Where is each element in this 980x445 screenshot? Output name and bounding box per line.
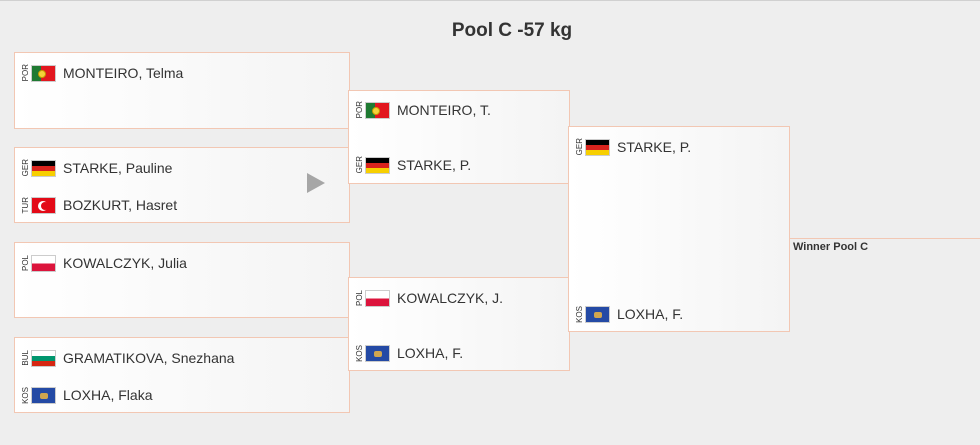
country-code: GER	[575, 138, 584, 156]
winner-label: Winner Pool C	[793, 241, 869, 253]
competitor-name: BOZKURT, Hasret	[63, 197, 178, 213]
competitor-slot[interactable]: POL KOWALCZYK, Julia	[21, 252, 187, 274]
winner-line	[790, 238, 980, 239]
country-code: KOS	[355, 344, 364, 362]
competitor-name: GRAMATIKOVA, Snezhana	[63, 350, 235, 366]
match-r1-1[interactable]: POR MONTEIRO, Telma	[14, 52, 350, 129]
competitor-slot[interactable]: POL KOWALCZYK, J.	[355, 287, 503, 309]
flag-bulgaria-icon	[31, 349, 56, 367]
country-code: KOS	[575, 305, 584, 323]
competitor-name: STARKE, P.	[397, 157, 472, 173]
competitor-name: LOXHA, F.	[397, 345, 464, 361]
competitor-name: STARKE, P.	[617, 139, 692, 155]
competitor-name: LOXHA, F.	[617, 306, 684, 322]
match-r1-3[interactable]: POL KOWALCZYK, Julia	[14, 242, 350, 318]
competitor-slot[interactable]: GER STARKE, P.	[575, 136, 691, 158]
flag-germany-icon	[365, 156, 390, 174]
flag-kosovo-icon	[365, 344, 390, 362]
competitor-slot[interactable]: POR MONTEIRO, Telma	[21, 62, 183, 84]
country-code: GER	[355, 156, 364, 174]
pool-title: Pool C -57 kg	[451, 20, 573, 41]
competitor-name: KOWALCZYK, J.	[397, 290, 504, 306]
country-code: GER	[21, 159, 30, 177]
competitor-name: LOXHA, Flaka	[63, 387, 153, 403]
country-code: POL	[21, 254, 30, 271]
top-divider	[0, 0, 980, 1]
country-code: KOS	[21, 386, 30, 404]
match-r2-1[interactable]: POR MONTEIRO, T. GER STARKE, P.	[348, 90, 570, 184]
competitor-name: KOWALCZYK, Julia	[63, 255, 187, 271]
competitor-slot[interactable]: KOS LOXHA, Flaka	[21, 384, 152, 406]
flag-poland-icon	[31, 254, 56, 272]
competitor-slot[interactable]: GER STARKE, Pauline	[21, 157, 172, 179]
competitor-name: MONTEIRO, Telma	[63, 65, 184, 81]
country-code: POL	[355, 289, 364, 306]
country-code: POR	[355, 101, 364, 119]
flag-germany-icon	[585, 138, 610, 156]
flag-portugal-icon	[365, 101, 390, 119]
flag-kosovo-icon	[31, 386, 56, 404]
country-code: BUL	[21, 350, 30, 366]
country-code: POR	[21, 64, 30, 82]
competitor-slot[interactable]: POR MONTEIRO, T.	[355, 99, 491, 121]
flag-portugal-icon	[31, 64, 56, 82]
match-r1-4[interactable]: BUL GRAMATIKOVA, Snezhana KOS LOXHA, Fla…	[14, 337, 350, 413]
match-r3-1[interactable]: GER STARKE, P. KOS LOXHA, F.	[568, 126, 790, 332]
competitor-slot[interactable]: BUL GRAMATIKOVA, Snezhana	[21, 347, 234, 369]
competitor-name: STARKE, Pauline	[63, 160, 173, 176]
flag-poland-icon	[365, 289, 390, 307]
match-r1-2[interactable]: GER STARKE, Pauline TUR BOZKURT, Hasret	[14, 147, 350, 223]
flag-kosovo-icon	[585, 305, 610, 323]
flag-turkey-icon	[31, 196, 56, 214]
flag-germany-icon	[31, 159, 56, 177]
competitor-slot[interactable]: GER STARKE, P.	[355, 154, 471, 176]
play-video-icon[interactable]	[307, 173, 325, 193]
competitor-name: MONTEIRO, T.	[397, 102, 491, 118]
competitor-slot[interactable]: KOS LOXHA, F.	[355, 342, 463, 364]
country-code: TUR	[21, 196, 30, 214]
match-r2-2[interactable]: POL KOWALCZYK, J. KOS LOXHA, F.	[348, 277, 570, 371]
competitor-slot[interactable]: TUR BOZKURT, Hasret	[21, 194, 177, 216]
competitor-slot[interactable]: KOS LOXHA, F.	[575, 303, 683, 325]
